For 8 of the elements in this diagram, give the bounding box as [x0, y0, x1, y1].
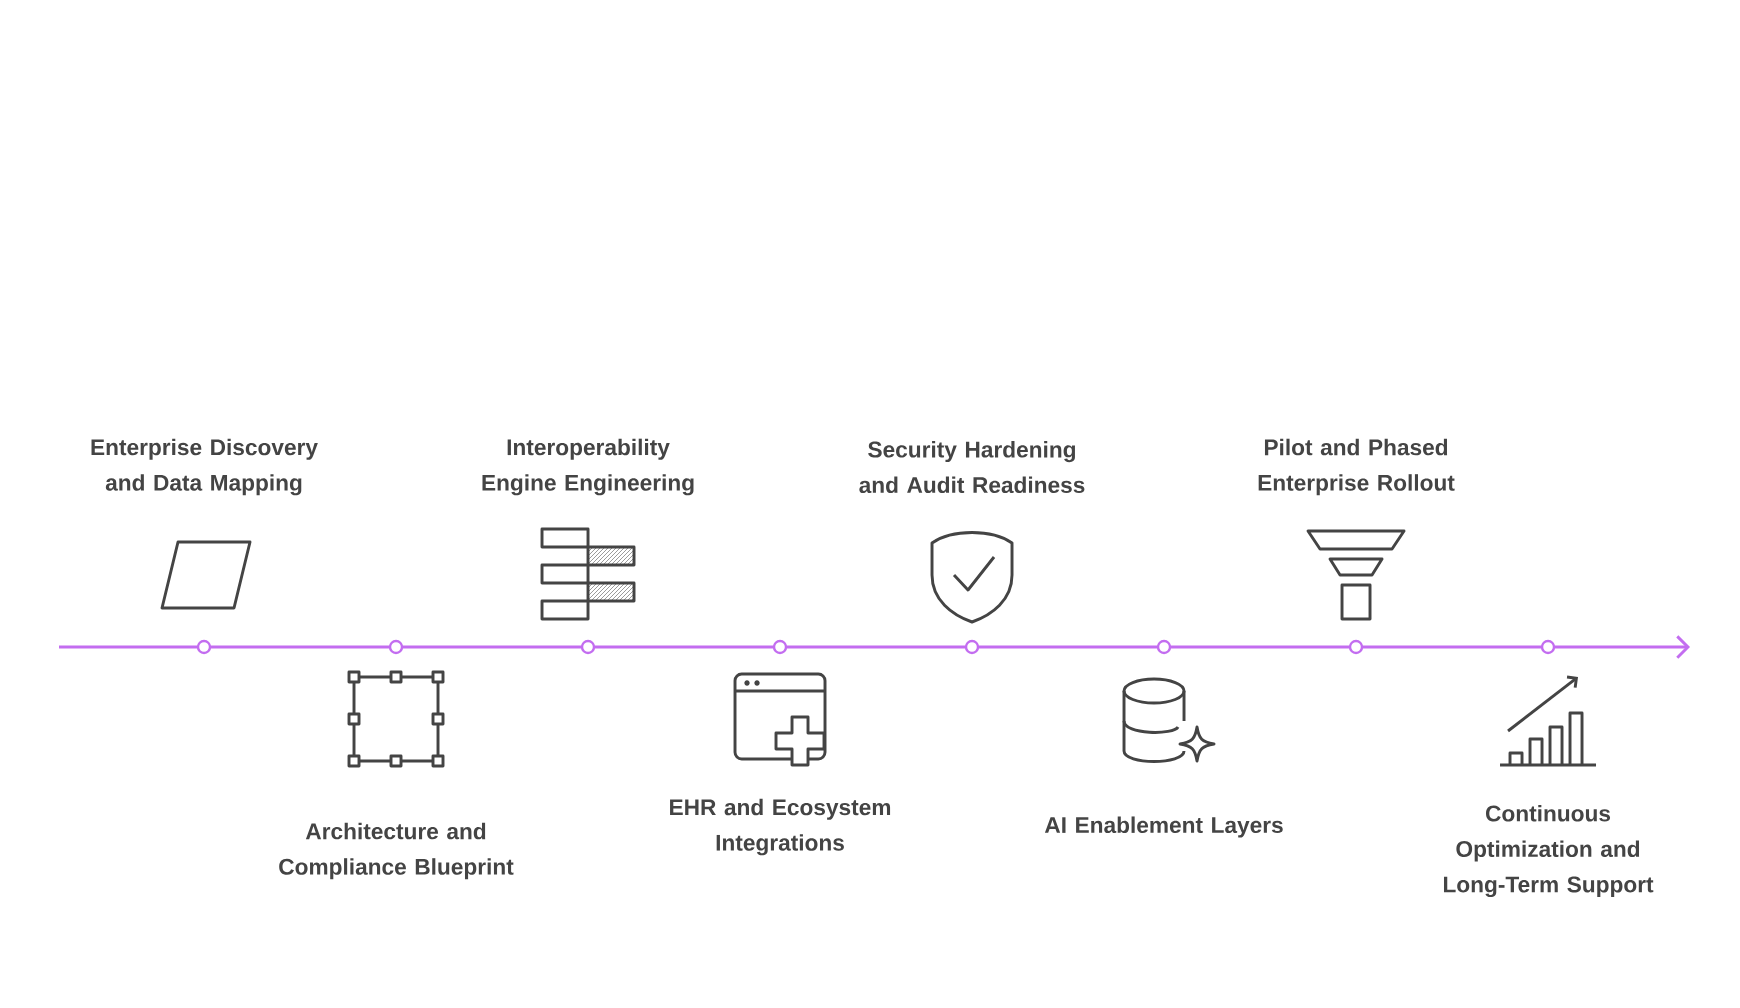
step-label: Continuous Optimization and Long-Term Support	[1444, 804, 1654, 898]
step-label: Security Hardening and Audit Readiness	[859, 440, 1085, 494]
step-label: AI Enablement Layers	[1044, 816, 1283, 838]
step-label: Enterprise Discovery and Data Mapping	[91, 438, 318, 496]
step-label: Interoperability Engine Engineering	[482, 438, 694, 496]
step-label: Architecture and Compliance Blueprint	[279, 822, 514, 880]
step-label: Pilot and Phased Enterprise Rollout	[1258, 438, 1455, 496]
step-label: EHR and Ecosystem Integrations	[670, 798, 891, 856]
